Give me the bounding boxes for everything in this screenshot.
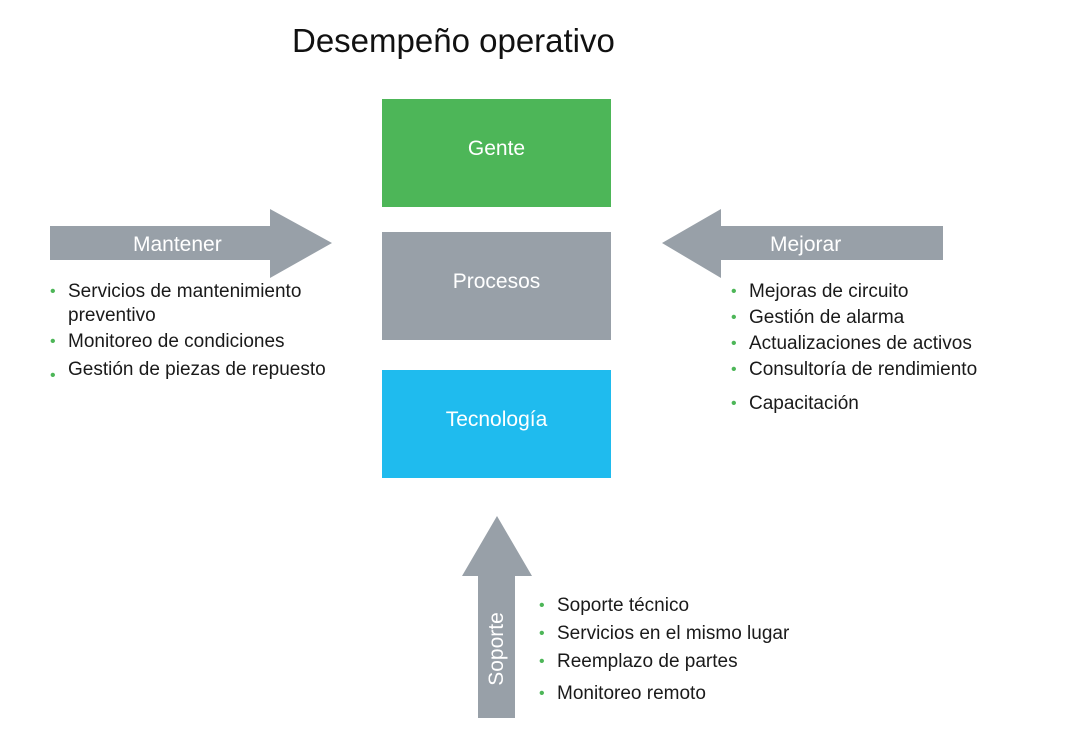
list-item: •Monitoreo remoto [537,680,857,708]
bullet-dot-icon: • [539,653,545,670]
arrow-soporte-label: Soporte [485,612,508,686]
list-item: •Mejoras de circuito [729,279,1049,305]
list-item: •Servicios en el mismo lugar [537,620,857,648]
list-item: •Gestión de alarma [729,305,1049,331]
bullet-dot-icon: • [731,335,737,352]
diagram-title: Desempeño operativo [292,22,615,59]
list-item: •Monitoreo de condiciones [50,331,285,352]
box-gente: Gente [382,99,611,207]
list-item: •Soporte técnico [537,592,857,620]
bullet-dot-icon: • [539,685,545,702]
arrow-mejorar-label: Mejorar [770,233,842,256]
bullet-dot-icon: • [50,333,56,350]
list-mantener: •Servicios de mantenimiento preventivo •… [48,280,338,390]
list-item: •Servicios de mantenimiento preventivo [50,281,302,326]
list-item: •Gestión de piezas de repuesto [48,352,338,388]
box-gente-label: Gente [467,137,526,160]
arrow-mantener [50,209,332,278]
box-tecnologia-label: Tecnología [445,408,548,431]
bullet-dot-icon: • [539,597,545,614]
arrow-mejorar [662,209,943,278]
bullet-dot-icon: • [50,283,56,300]
bullet-dot-icon: • [731,395,737,412]
list-mejorar: •Mejoras de circuito •Gestión de alarma … [729,279,1049,417]
bullet-dot-icon: • [731,309,737,326]
list-item: •Consultoría de rendimiento [729,357,1049,383]
bullet-dot-icon: • [50,367,56,384]
list-item: •Capacitación [729,391,1049,417]
bullet-dot-icon: • [731,283,737,300]
list-soporte: •Soporte técnico •Servicios en el mismo … [537,592,857,708]
arrow-soporte [462,516,532,718]
list-item: •Actualizaciones de activos [729,331,1049,357]
bullet-dot-icon: • [539,625,545,642]
list-item: •Reemplazo de partes [537,648,857,676]
bullet-dot-icon: • [731,361,737,378]
box-tecnologia: Tecnología [382,370,611,478]
arrow-mantener-label: Mantener [133,233,222,256]
box-procesos-label: Procesos [452,270,541,293]
box-procesos: Procesos [382,232,611,340]
